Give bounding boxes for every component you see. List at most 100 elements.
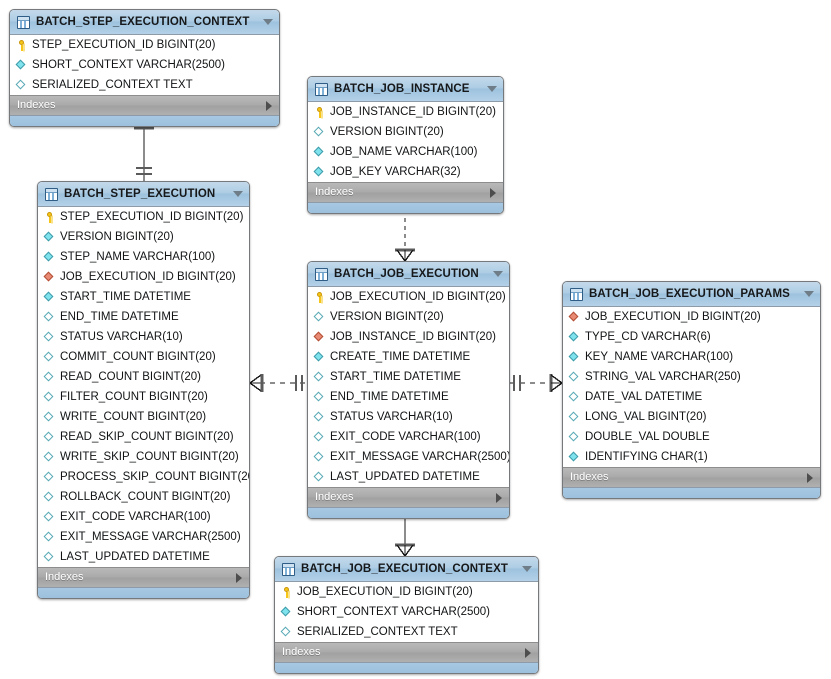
column-row[interactable]: JOB_NAME VARCHAR(100) [308,142,503,162]
column-row[interactable]: STEP_EXECUTION_ID BIGINT(20) [10,35,279,55]
indexes-section-batch_job_execution[interactable]: Indexes [308,487,509,507]
column-row[interactable]: SERIALIZED_CONTEXT TEXT [275,622,538,642]
column-row[interactable]: FILTER_COUNT BIGINT(20) [38,387,249,407]
column-row[interactable]: SERIALIZED_CONTEXT TEXT [10,75,279,95]
column-row[interactable]: JOB_EXECUTION_ID BIGINT(20) [275,582,538,602]
chevron-down-icon[interactable] [233,191,243,197]
table-name-label: BATCH_JOB_EXECUTION_CONTEXT [301,562,508,575]
column-row[interactable]: START_TIME DATETIME [308,367,509,387]
relationship-job-execution-step-execution [249,374,307,392]
column-row[interactable]: READ_COUNT BIGINT(20) [38,367,249,387]
column-row[interactable]: VERSION BIGINT(20) [308,307,509,327]
table-header-batch_step_execution[interactable]: BATCH_STEP_EXECUTION [38,182,249,207]
column-row[interactable]: END_TIME DATETIME [308,387,509,407]
column-list: JOB_EXECUTION_ID BIGINT(20)VERSION BIGIN… [308,287,509,487]
column-row[interactable]: LONG_VAL BIGINT(20) [563,407,820,427]
expand-right-icon[interactable] [490,187,496,198]
indexes-section-batch_job_execution_context[interactable]: Indexes [275,642,538,662]
column-row[interactable]: EXIT_CODE VARCHAR(100) [38,507,249,527]
column-row[interactable]: TYPE_CD VARCHAR(6) [563,327,820,347]
column-row[interactable]: JOB_EXECUTION_ID BIGINT(20) [38,267,249,287]
entity-table-batch_step_execution[interactable]: BATCH_STEP_EXECUTION STEP_EXECUTION_ID BI… [37,181,250,599]
column-row[interactable]: JOB_EXECUTION_ID BIGINT(20) [563,307,820,327]
column-row[interactable]: JOB_INSTANCE_ID BIGINT(20) [308,102,503,122]
chevron-down-icon[interactable] [487,86,497,92]
table-header-batch_step_execution_context[interactable]: BATCH_STEP_EXECUTION_CONTEXT [10,10,279,35]
foreign-key-icon [314,332,325,343]
column-nullable-icon [569,392,580,403]
column-row[interactable]: END_TIME DATETIME [38,307,249,327]
column-row[interactable]: STRING_VAL VARCHAR(250) [563,367,820,387]
table-name-label: BATCH_STEP_EXECUTION [64,187,216,200]
entity-table-batch_job_execution_context[interactable]: BATCH_JOB_EXECUTION_CONTEXT JOB_EXECUTION… [274,556,539,674]
column-row[interactable]: SHORT_CONTEXT VARCHAR(2500) [10,55,279,75]
column-row[interactable]: PROCESS_SKIP_COUNT BIGINT(20) [38,467,249,487]
column-notnull-icon [44,292,55,303]
chevron-down-icon[interactable] [263,19,273,25]
indexes-section-batch_step_execution_context[interactable]: Indexes [10,95,279,115]
column-nullable-icon [314,432,325,443]
table-header-batch_job_execution_context[interactable]: BATCH_JOB_EXECUTION_CONTEXT [275,557,538,582]
column-nullable-icon [44,532,55,543]
column-row[interactable]: CREATE_TIME DATETIME [308,347,509,367]
column-row[interactable]: STATUS VARCHAR(10) [308,407,509,427]
table-footer [308,507,509,518]
column-notnull-icon [44,252,55,263]
indexes-section-batch_job_instance[interactable]: Indexes [308,182,503,202]
column-row[interactable]: KEY_NAME VARCHAR(100) [563,347,820,367]
column-row[interactable]: SHORT_CONTEXT VARCHAR(2500) [275,602,538,622]
column-row[interactable]: WRITE_COUNT BIGINT(20) [38,407,249,427]
column-row[interactable]: EXIT_MESSAGE VARCHAR(2500) [38,527,249,547]
indexes-label: Indexes [282,646,321,658]
column-row[interactable]: EXIT_MESSAGE VARCHAR(2500) [308,447,509,467]
indexes-section-batch_step_execution[interactable]: Indexes [38,567,249,587]
column-row[interactable]: EXIT_CODE VARCHAR(100) [308,427,509,447]
column-row[interactable]: DATE_VAL DATETIME [563,387,820,407]
column-row[interactable]: COMMIT_COUNT BIGINT(20) [38,347,249,367]
table-header-batch_job_execution_params[interactable]: BATCH_JOB_EXECUTION_PARAMS [563,282,820,307]
table-icon [17,15,30,29]
column-row[interactable]: IDENTIFYING CHAR(1) [563,447,820,467]
column-label: JOB_INSTANCE_ID BIGINT(20) [330,331,496,343]
table-header-batch_job_execution[interactable]: BATCH_JOB_EXECUTION [308,262,509,287]
column-row[interactable]: DOUBLE_VAL DOUBLE [563,427,820,447]
column-row[interactable]: ROLLBACK_COUNT BIGINT(20) [38,487,249,507]
column-row[interactable]: VERSION BIGINT(20) [38,227,249,247]
column-label: DOUBLE_VAL DOUBLE [585,431,710,443]
column-nullable-icon [569,372,580,383]
column-row[interactable]: STATUS VARCHAR(10) [38,327,249,347]
column-nullable-icon [44,492,55,503]
column-label: EXIT_CODE VARCHAR(100) [330,431,481,443]
column-row[interactable]: JOB_EXECUTION_ID BIGINT(20) [308,287,509,307]
chevron-down-icon[interactable] [804,291,814,297]
column-row[interactable]: WRITE_SKIP_COUNT BIGINT(20) [38,447,249,467]
column-row[interactable]: START_TIME DATETIME [38,287,249,307]
expand-right-icon[interactable] [525,647,531,658]
column-label: FILTER_COUNT BIGINT(20) [60,391,208,403]
column-nullable-icon [314,372,325,383]
column-row[interactable]: JOB_KEY VARCHAR(32) [308,162,503,182]
column-row[interactable]: READ_SKIP_COUNT BIGINT(20) [38,427,249,447]
indexes-label: Indexes [45,571,84,583]
column-row[interactable]: LAST_UPDATED DATETIME [308,467,509,487]
column-row[interactable]: JOB_INSTANCE_ID BIGINT(20) [308,327,509,347]
chevron-down-icon[interactable] [493,271,503,277]
column-label: EXIT_CODE VARCHAR(100) [60,511,211,523]
column-notnull-icon [314,147,325,158]
column-row[interactable]: LAST_UPDATED DATETIME [38,547,249,567]
expand-right-icon[interactable] [807,472,813,483]
expand-right-icon[interactable] [266,100,272,111]
column-row[interactable]: STEP_EXECUTION_ID BIGINT(20) [38,207,249,227]
column-row[interactable]: VERSION BIGINT(20) [308,122,503,142]
table-header-batch_job_instance[interactable]: BATCH_JOB_INSTANCE [308,77,503,102]
expand-right-icon[interactable] [236,572,242,583]
column-row[interactable]: STEP_NAME VARCHAR(100) [38,247,249,267]
indexes-section-batch_job_execution_params[interactable]: Indexes [563,467,820,487]
column-label: LONG_VAL BIGINT(20) [585,411,707,423]
chevron-down-icon[interactable] [522,566,532,572]
expand-right-icon[interactable] [496,492,502,503]
